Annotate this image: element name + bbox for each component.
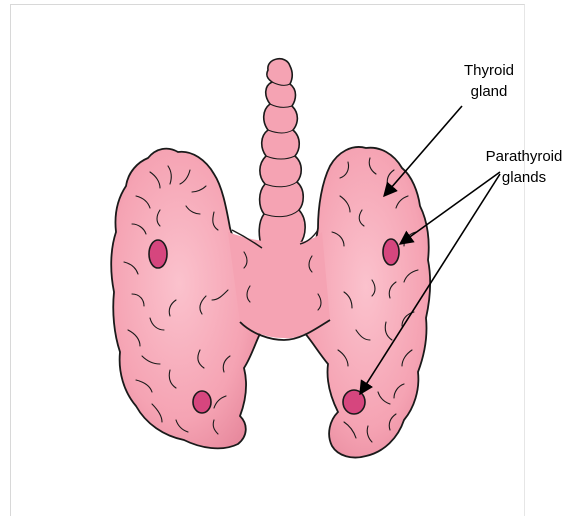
pyramidal-lobe — [259, 59, 305, 248]
thyroid-label-line-2: gland — [450, 81, 528, 102]
parathyroid-gland-lower-right — [343, 390, 365, 414]
parathyroid-glands-label: Parathyroid glands — [476, 146, 572, 188]
thyroid-gland-label: Thyroid gland — [450, 60, 528, 102]
thyroid-arrow — [384, 106, 462, 196]
parathyroid-gland-upper-left — [149, 240, 167, 268]
parathyroid-gland-upper-right — [383, 239, 399, 265]
parathyroid-label-line-2: glands — [476, 167, 572, 188]
parathyroid-label-line-1: Parathyroid — [476, 146, 572, 167]
parathyroid-gland-lower-left — [193, 391, 211, 413]
thyroid-label-line-1: Thyroid — [450, 60, 528, 81]
